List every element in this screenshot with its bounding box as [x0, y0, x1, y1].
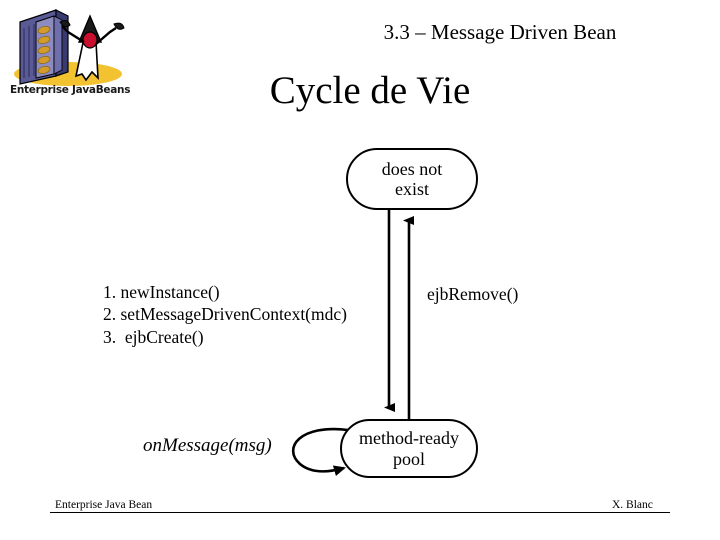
state-method-ready-pool-line2: pool: [392, 448, 425, 469]
footer-divider: [50, 512, 670, 513]
footer-left-text: Enterprise Java Bean: [55, 499, 153, 511]
on-message-label: onMessage(msg): [143, 435, 272, 456]
state-does-not-exist-line2: exist: [395, 179, 429, 199]
edge-onmessage-selfloop: [291, 427, 349, 477]
state-does-not-exist-label: does not exist: [376, 159, 449, 199]
create-steps-label: 1. newInstance() 2. setMessageDrivenCont…: [103, 281, 347, 348]
slide-title: Cycle de Vie: [269, 69, 471, 112]
state-method-ready-pool-label: method-ready pool: [353, 428, 465, 468]
create-step-2: 2. setMessageDrivenContext(mdc): [103, 304, 347, 325]
ejb-logo: Enterprise JavaBeans: [6, 2, 136, 107]
state-method-ready-pool-line1: method-ready: [359, 428, 459, 449]
create-step-1: 1. newInstance(): [103, 282, 220, 302]
state-does-not-exist: does not exist: [346, 148, 478, 210]
state-method-ready-pool: method-ready pool: [340, 419, 478, 478]
state-does-not-exist-line1: does not: [381, 158, 443, 179]
slide-subtitle: 3.3 – Message Driven Bean: [383, 20, 617, 44]
ejb-logo-caption: Enterprise JavaBeans: [10, 84, 131, 96]
footer-right-text: X. Blanc: [612, 499, 653, 511]
ejb-logo-graphic: [14, 9, 125, 86]
create-step-3: 3. ejbCreate(): [103, 326, 204, 347]
ejb-remove-label: ejbRemove(): [427, 284, 519, 304]
